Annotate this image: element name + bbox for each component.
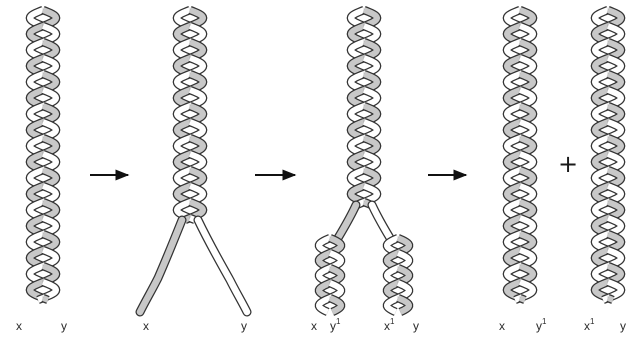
label-y: y (61, 319, 67, 333)
stage-2-unwinding: x y (140, 10, 247, 333)
daughter-helix-1 (507, 10, 533, 300)
separated-strand-right (198, 220, 247, 312)
label-y: y (413, 319, 419, 333)
fork-connector-right (372, 205, 390, 238)
separated-strand-left (140, 220, 182, 312)
label-x: x (311, 319, 317, 333)
label-y: y (620, 319, 626, 333)
label-y-prime: y1 (330, 317, 341, 333)
label-x-prime: x1 (584, 317, 595, 333)
helix-strand-pair (30, 10, 56, 300)
fork-connector-left (338, 205, 356, 238)
stage-1-intact-helix: x y (16, 10, 67, 333)
label-y-prime: y1 (536, 317, 547, 333)
stage-3-replication-fork: x y1 x1 y (311, 10, 419, 333)
plus-sign: + (558, 150, 578, 178)
label-x: x (143, 319, 149, 333)
daughter-helix-2 (595, 10, 621, 300)
label-x: x (16, 319, 22, 333)
helix-strand-pair (177, 10, 203, 220)
daughter-helix-right (387, 238, 409, 312)
label-y: y (241, 319, 247, 333)
stage-4-daughter-helices: + x y1 x1 y (499, 10, 626, 333)
daughter-helix-left (319, 238, 341, 312)
label-x: x (499, 319, 505, 333)
label-x-prime: x1 (384, 317, 395, 333)
helix-strand-pair (351, 10, 377, 205)
